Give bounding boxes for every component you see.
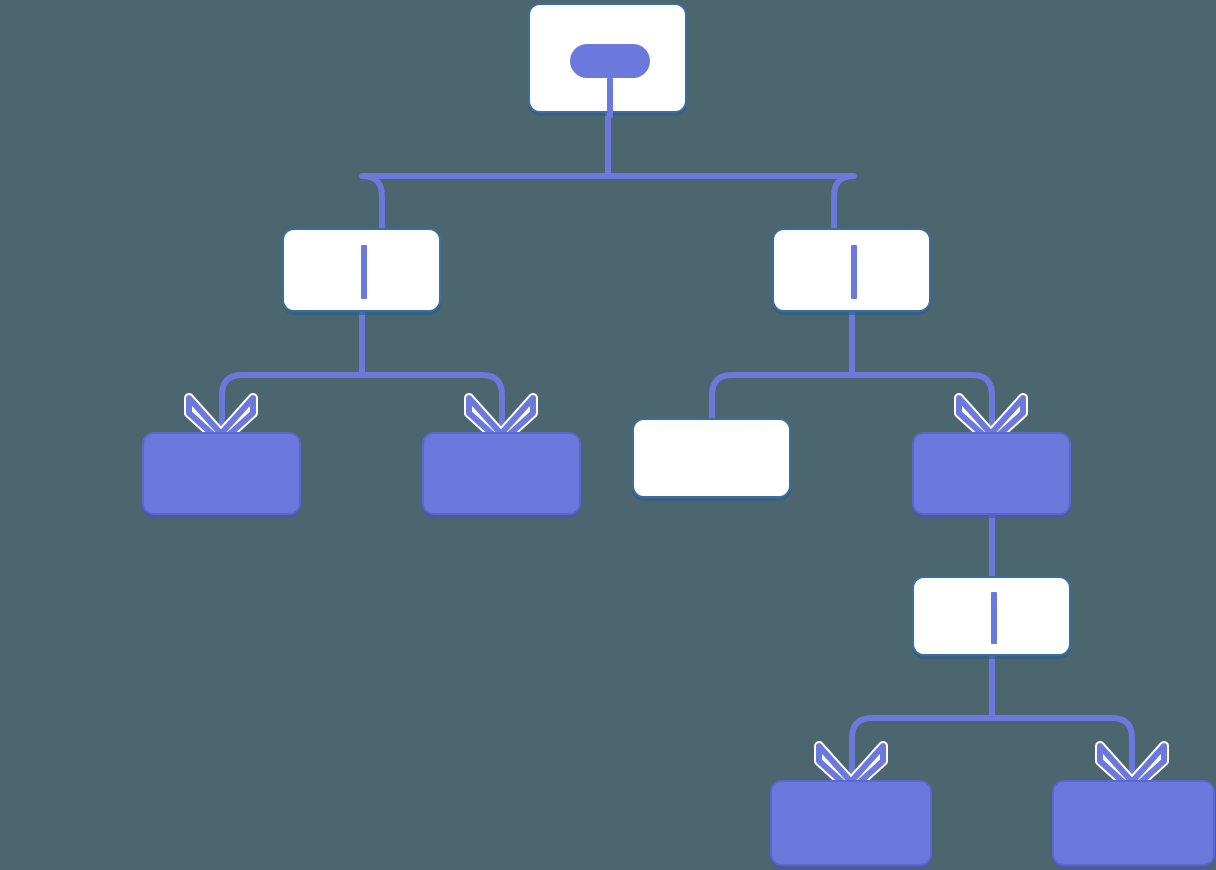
edge-level2-left-to-level3 [219, 312, 505, 432]
edge-root-to-level2 [359, 113, 857, 228]
level3-node-a[interactable] [142, 432, 301, 515]
node-passthrough-line [991, 592, 997, 644]
edge-level4-to-level5 [849, 656, 1135, 780]
level3-node-b[interactable] [422, 432, 581, 515]
level3-plain-white-node[interactable] [632, 418, 791, 498]
level3-node-d[interactable] [912, 432, 1071, 515]
node-passthrough-line [361, 245, 367, 299]
level5-left-node[interactable] [770, 780, 932, 866]
root-stem-line [607, 78, 613, 118]
level4-node[interactable] [912, 576, 1071, 656]
root-node[interactable] [528, 3, 687, 118]
level2-right-node[interactable] [772, 228, 931, 312]
level2-left-node[interactable] [282, 228, 441, 312]
level5-right-node[interactable] [1052, 780, 1215, 866]
node-passthrough-line [851, 245, 857, 299]
edge-level2-right-to-level3 [709, 312, 995, 432]
root-pill-shape [570, 44, 650, 78]
